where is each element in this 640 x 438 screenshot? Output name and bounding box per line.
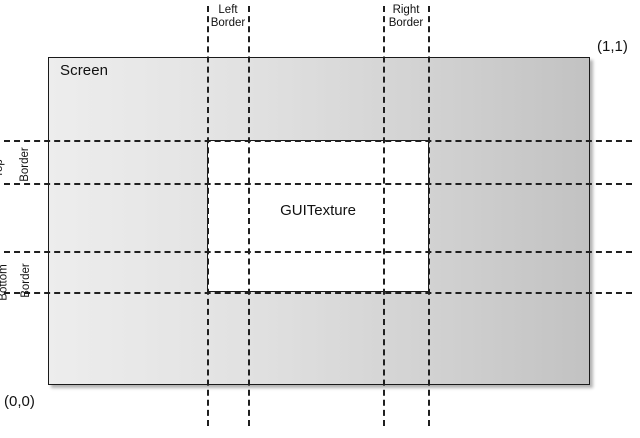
coordinate-bottom-left: (0,0): [4, 393, 35, 410]
guide-line-left-inner: [207, 6, 209, 426]
screen-label: Screen: [60, 62, 109, 79]
right-border-label: Right Border: [377, 4, 435, 30]
right-border-label-line2: Border: [388, 17, 424, 29]
guitexture-label: GUITexture: [280, 202, 356, 219]
right-border-label-line1: Right: [392, 4, 420, 16]
guide-line-top-inner: [4, 183, 632, 185]
guide-line-bottom-outer: [4, 292, 632, 294]
bottom-border-label-line1: Bottom: [0, 264, 10, 301]
guitexture-rectangle: [207, 140, 429, 292]
guide-line-right-outer: [428, 6, 430, 426]
guide-line-top-outer: [4, 140, 632, 142]
guide-line-left-outer: [248, 6, 250, 426]
top-border-label-line1: Top: [0, 159, 5, 178]
guide-line-right-inner: [383, 6, 385, 426]
top-border-label-line2: Border: [18, 147, 31, 182]
coordinate-top-right: (1,1): [597, 38, 628, 55]
bottom-border-label: Bottom Border: [0, 258, 52, 300]
bottom-border-label-line2: Border: [19, 263, 32, 298]
guide-line-bottom-inner: [4, 251, 632, 253]
left-border-label-line2: Border: [210, 17, 246, 29]
left-border-label-line1: Left: [218, 4, 238, 16]
top-border-label: Top Border: [0, 147, 52, 182]
left-border-label: Left Border: [199, 4, 257, 30]
